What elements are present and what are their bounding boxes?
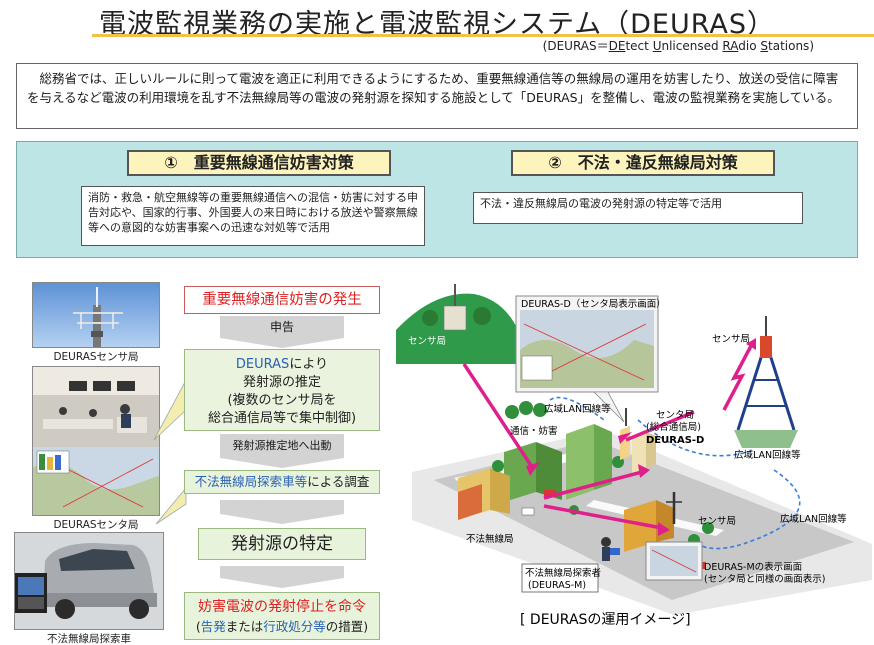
illus-m-screen-label-a: DEURAS-Mの表示画面 xyxy=(704,561,802,573)
subtitle-tect: tect xyxy=(625,39,653,53)
measure-2-heading: ② 不法・違反無線局対策 xyxy=(511,150,775,176)
flow-step-estimate-line2: 発射源の推定 xyxy=(242,375,321,390)
illus-searcher-label-a: 不法無線局探索者 xyxy=(525,567,601,579)
sensor-building-left xyxy=(422,284,491,331)
deuras-d-panel xyxy=(521,355,553,381)
subtitle-s: S xyxy=(760,39,769,53)
deuras-operation-illustration: センサ局 DEURAS-D（センタ局表示画面） センサ局 広域LAN回線等 広域… xyxy=(396,284,872,628)
illus-deuras-d-screen-label: DEURAS-D（センタ局表示画面） xyxy=(521,298,666,310)
flow-deuras-label: DEURAS xyxy=(235,357,290,372)
signal-arrowheads xyxy=(526,338,756,536)
illus-lan-label-2: 広域LAN回線等 xyxy=(734,449,801,461)
illus-illegal-label: 不法無線局 xyxy=(466,533,514,545)
illus-center-label-a: センタ局 xyxy=(656,410,694,421)
measures-panel: ① 重要無線通信妨害対策 ② 不法・違反無線局対策 消防・救急・航空無線等の重要… xyxy=(16,141,858,258)
illus-sensor-right-label: センサ局 xyxy=(712,334,750,345)
subtitle-tations: tations) xyxy=(768,39,814,53)
deuras-m-bearing xyxy=(651,549,697,573)
measure-1-heading: ① 重要無線通信妨害対策 xyxy=(127,150,391,176)
flow-arrow-4-bar xyxy=(220,566,344,578)
flow-step-estimate-line1: DEURASにより xyxy=(185,356,379,374)
subtitle-u: U xyxy=(652,39,662,53)
flow-arrow-4 xyxy=(220,578,344,588)
sensor-tower-city xyxy=(666,492,682,524)
screen-pointer xyxy=(593,391,625,423)
illus-sensor-left-label: センサ局 xyxy=(408,336,446,347)
flow-step-estimate-line3: (複数のセンサ局を xyxy=(227,393,337,408)
illus-lan-label-3: 広域LAN回線等 xyxy=(780,513,847,525)
measure-1-text: 消防・救急・航空無線等の重要無線通信への混信・妨害に対する申告対応や、国家的行事… xyxy=(81,186,425,246)
subtitle-prefix: (DEURAS＝ xyxy=(542,39,609,53)
flow-arrow-3 xyxy=(220,514,344,524)
illus-lan-label-1: 広域LAN回線等 xyxy=(544,403,611,415)
flow-order-measures: (告発または行政処分等の措置) xyxy=(185,617,379,637)
illegal-station-building xyxy=(458,484,482,520)
illus-m-screen-label-b: (センタ局と同様の画面表示) xyxy=(704,573,825,585)
flow-step-report: 申告 xyxy=(220,316,344,338)
signal-arrows xyxy=(462,343,754,530)
subtitle-ra: RA xyxy=(722,39,739,53)
center-station-photo xyxy=(32,366,160,516)
flow-accusation: 告発 xyxy=(200,619,226,634)
flow-search-car-label: 不法無線局探索車等 xyxy=(194,474,308,489)
flow-arrow-2 xyxy=(220,458,344,468)
flow-arrow-3-bar xyxy=(220,500,344,514)
flow-investigation-text: による調査 xyxy=(307,474,370,489)
flow-step-estimate-by: により xyxy=(289,357,329,372)
illus-searcher-box xyxy=(521,563,599,593)
title-underline xyxy=(92,34,874,37)
sensor-tower-right xyxy=(734,316,798,448)
deuras-d-bearing-2 xyxy=(533,323,647,381)
lan-lines xyxy=(549,396,801,550)
flow-step-estimate: DEURASにより 発射源の推定 (複数のセンサ局を 総合通信局等で集中制御) xyxy=(184,349,380,431)
flow-order-title: 妨害電波の発射停止を命令 xyxy=(198,599,366,615)
measure-2-text: 不法・違反無線局の電波の発射源の特定等で活用 xyxy=(473,192,803,224)
flow-paren-open: ( xyxy=(195,619,201,634)
illus-interference-label: 通信・妨害 xyxy=(510,425,558,437)
illus-center-label-c: DEURAS-D xyxy=(646,435,704,446)
center-station-caption: DEURASセンタ局 xyxy=(53,519,139,531)
illus-sensor-mid-label: センサ局 xyxy=(698,516,736,527)
flow-step-interference: 重要無線通信妨害の発生 xyxy=(184,286,380,314)
page-subtitle: (DEURAS＝DEtect Unlicensed RAdio Stations… xyxy=(543,37,814,54)
flow-admin-action: 行政処分等 xyxy=(263,619,326,634)
subtitle-de: DE xyxy=(608,39,626,53)
subtitle-dio: dio xyxy=(738,39,761,53)
search-car-caption: 不法無線局探索車 xyxy=(47,633,131,645)
searcher-person xyxy=(601,537,611,561)
sensor-station-photo xyxy=(32,282,160,348)
deuras-d-land xyxy=(520,340,654,388)
subtitle-nlicensed: nlicensed xyxy=(661,39,723,53)
flow-paren-close: の措置) xyxy=(325,619,369,634)
flow-or: または xyxy=(225,619,264,634)
flow-step-order: 妨害電波の発射停止を命令 (告発または行政処分等の措置) xyxy=(184,592,380,640)
flow-arrow-1 xyxy=(220,338,344,348)
sensor-station-caption: DEURASセンサ局 xyxy=(53,351,139,363)
illus-searcher-label-b: (DEURAS-M) xyxy=(528,580,586,591)
flow-step-dispatch: 発射源推定地へ出動 xyxy=(220,434,344,458)
flow-step-investigation: 不法無線局探索車等による調査 xyxy=(184,470,380,494)
illus-center-label-b: (総合通信局) xyxy=(646,421,701,433)
intro-text: 総務省では、正しいルールに則って電波を適正に利用できるようにするため、重要無線通… xyxy=(16,63,858,129)
flow-step-identify: 発射源の特定 xyxy=(198,528,366,560)
flow-step-estimate-line4: 総合通信局等で集中制御) xyxy=(207,411,357,426)
illus-caption: [ DEURASの運用イメージ] xyxy=(520,612,691,628)
deuras-d-bearing-1 xyxy=(523,323,645,381)
search-car-photo xyxy=(14,532,164,630)
